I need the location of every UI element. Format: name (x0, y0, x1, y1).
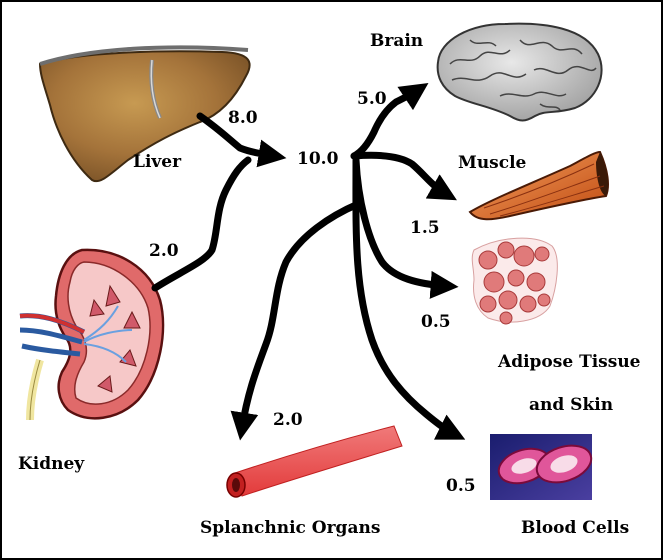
splanchnic-organs-image (227, 426, 402, 497)
brain-label: Brain (370, 31, 423, 51)
adipose-tissue-image (472, 238, 557, 324)
kidney-label: Kidney (18, 454, 85, 474)
brain-image (438, 24, 602, 121)
adipose-label-line1: Adipose Tissue (497, 352, 641, 372)
adipose-label-line2: and Skin (529, 395, 613, 415)
liver-label: Liver (133, 152, 182, 172)
blood-cells-flow-value: 0.5 (446, 476, 476, 496)
splanchnic-flow-value: 2.0 (273, 410, 303, 430)
total-flow-value: 10.0 (297, 149, 339, 169)
muscle-label: Muscle (458, 153, 527, 173)
arrow-hub-to-muscle (354, 155, 446, 194)
arrow-hub-to-blood-cells (356, 160, 454, 434)
kidney-flow-value: 2.0 (149, 241, 179, 261)
brain-flow-value: 5.0 (357, 89, 387, 109)
splanchnic-label: Splanchnic Organs (200, 518, 380, 538)
arrow-kidney-to-hub (155, 160, 248, 288)
blood-cells-image (490, 434, 596, 500)
muscle-flow-value: 1.5 (410, 218, 440, 238)
blood-cells-label: Blood Cells (521, 518, 629, 538)
arrow-hub-to-splanchnic (242, 204, 358, 428)
liver-flow-value: 8.0 (228, 108, 258, 128)
adipose-flow-value: 0.5 (421, 312, 451, 332)
kidney-image (20, 250, 163, 420)
